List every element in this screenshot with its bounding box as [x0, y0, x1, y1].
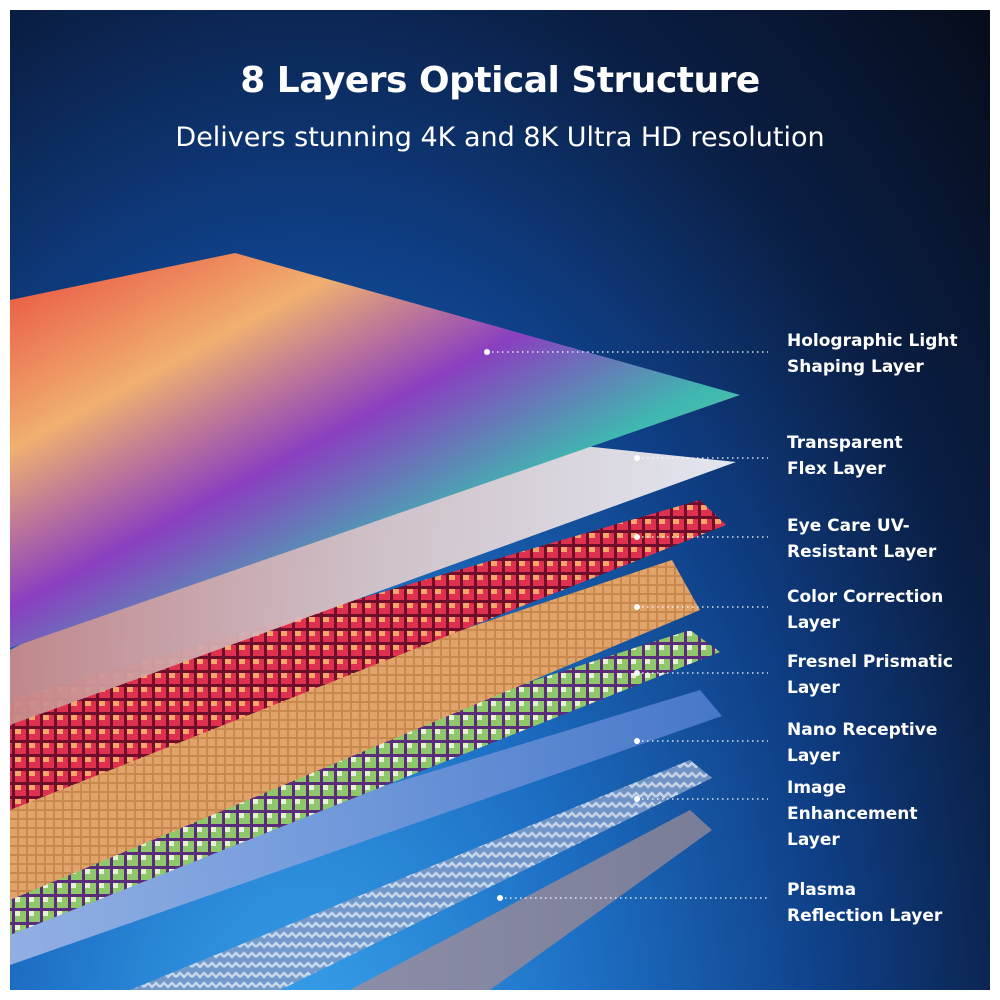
layer-label-line: Layer	[787, 613, 840, 633]
leader-dot	[634, 604, 640, 610]
layer-label-line: Holographic Light	[787, 331, 958, 351]
layer-label-line: Flex Layer	[787, 459, 886, 479]
leader-dot	[634, 534, 640, 540]
leader-dot	[634, 670, 640, 676]
leader-dot	[634, 738, 640, 744]
layer-label-line: Eye Care UV-	[787, 516, 910, 536]
transparent-flex-layer	[10, 430, 736, 725]
leader-dot	[484, 349, 490, 355]
leader-dot	[634, 796, 640, 802]
layer-label-line: Resistant Layer	[787, 542, 937, 562]
color-correction-layer	[10, 560, 700, 900]
layer-label-line: Layer	[787, 830, 840, 850]
eye-care-uv-layer	[10, 500, 726, 810]
layer-label-line: Shaping Layer	[787, 357, 924, 377]
layer-label-line: Nano Receptive	[787, 720, 938, 740]
layer-label-line: Plasma	[787, 880, 857, 900]
fresnel-prismatic-layer	[10, 630, 720, 935]
layer-label-line: Fresnel Prismatic	[787, 652, 953, 672]
nano-receptive-layer	[10, 690, 722, 965]
image-enhancement-layer	[130, 760, 712, 990]
layer-label-line: Enhancement	[787, 804, 918, 824]
layer-label: Eye Care UV- Resistant Layer	[787, 513, 936, 565]
plasma-reflection-layer	[350, 810, 712, 990]
page-title: 8 Layers Optical Structure	[240, 60, 760, 101]
leader-dot	[634, 455, 640, 461]
layer-label-line: Reflection Layer	[787, 906, 943, 926]
layer-label-line: Layer	[787, 746, 840, 766]
layer-label-line: Image	[787, 778, 847, 798]
layer-label-line: Transparent	[787, 433, 903, 453]
leader-dot	[497, 895, 503, 901]
layer-label-line: Color Correction	[787, 587, 944, 607]
layer-label-line: Layer	[787, 678, 840, 698]
page-subtitle: Delivers stunning 4K and 8K Ultra HD res…	[175, 122, 825, 153]
